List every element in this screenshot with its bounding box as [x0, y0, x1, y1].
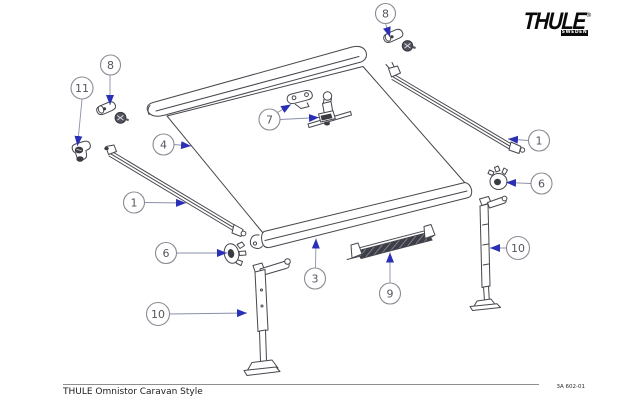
footer-divider: [63, 384, 539, 385]
svg-text:8: 8: [107, 59, 114, 72]
svg-text:6: 6: [538, 178, 545, 191]
svg-text:6: 6: [163, 247, 170, 260]
svg-text:4: 4: [160, 139, 167, 152]
leader-6-right: [505, 178, 532, 187]
product-title: THULE Omnistor Caravan Style: [63, 387, 203, 397]
part-knob-right: [487, 165, 508, 190]
thule-logo: THULE ® SWEDEN: [522, 8, 593, 38]
part-mounting-bracket-left: [96, 101, 130, 124]
svg-text:7: 7: [266, 114, 273, 127]
callout-4-left: 4: [152, 133, 175, 156]
part-strap-hanger: [307, 91, 352, 128]
part-front-roller-tube: [249, 182, 473, 249]
part-rafter-arm-right: [385, 62, 526, 154]
svg-text:10: 10: [511, 242, 525, 255]
leader-8-top: [383, 23, 391, 38]
svg-text:11: 11: [75, 82, 89, 95]
callout-9-center: 9: [378, 282, 402, 305]
leader-1-left: [144, 198, 187, 207]
part-rafter-arm-left: [104, 144, 247, 237]
svg-text:3: 3: [312, 273, 319, 286]
callout-1-left: 1: [122, 191, 146, 214]
callout-11-left: 11: [70, 76, 94, 100]
leader-1-right: [507, 135, 529, 144]
callout-6-left: 6: [154, 241, 178, 265]
leader-3: [311, 238, 320, 269]
part-support-leg-left: [243, 258, 291, 376]
svg-text:10: 10: [151, 308, 165, 321]
svg-text:1: 1: [536, 135, 543, 148]
part-knob-left: [223, 241, 247, 266]
leader-10-left: [169, 309, 248, 318]
part-support-leg-right: [469, 195, 508, 311]
callout-1-right: 1: [527, 129, 551, 152]
callout-10-left: 10: [145, 301, 171, 327]
part-clamp-knob: [71, 140, 91, 162]
part-crank-bracket: [286, 90, 313, 109]
leader-11: [74, 99, 83, 147]
document-code: 3A 602-01: [556, 384, 586, 390]
svg-text:8: 8: [382, 8, 389, 21]
callout-10-right: 10: [505, 235, 531, 261]
callout-6-right: 6: [530, 172, 553, 195]
thule-logo-sub-label: SWEDEN: [561, 30, 588, 36]
callout-3-center: 3: [303, 267, 327, 290]
registered-trademark-icon: ®: [585, 11, 593, 19]
callout-8-left: 8: [99, 54, 122, 76]
thule-logo-text: THULE: [522, 8, 586, 35]
leader-lines: [74, 23, 532, 318]
callout-8-top: 8: [374, 2, 397, 25]
callout-7-center: 7: [258, 108, 281, 131]
part-rail: [346, 224, 436, 260]
callouts: 8 8 11 4 1 6 1: [70, 2, 553, 327]
leader-4: [173, 141, 192, 150]
leader-7-b: [280, 114, 320, 123]
leader-7-a: [277, 104, 292, 114]
part-cassette-case: [146, 45, 367, 117]
svg-text:1: 1: [131, 197, 138, 210]
svg-text:9: 9: [387, 288, 394, 301]
